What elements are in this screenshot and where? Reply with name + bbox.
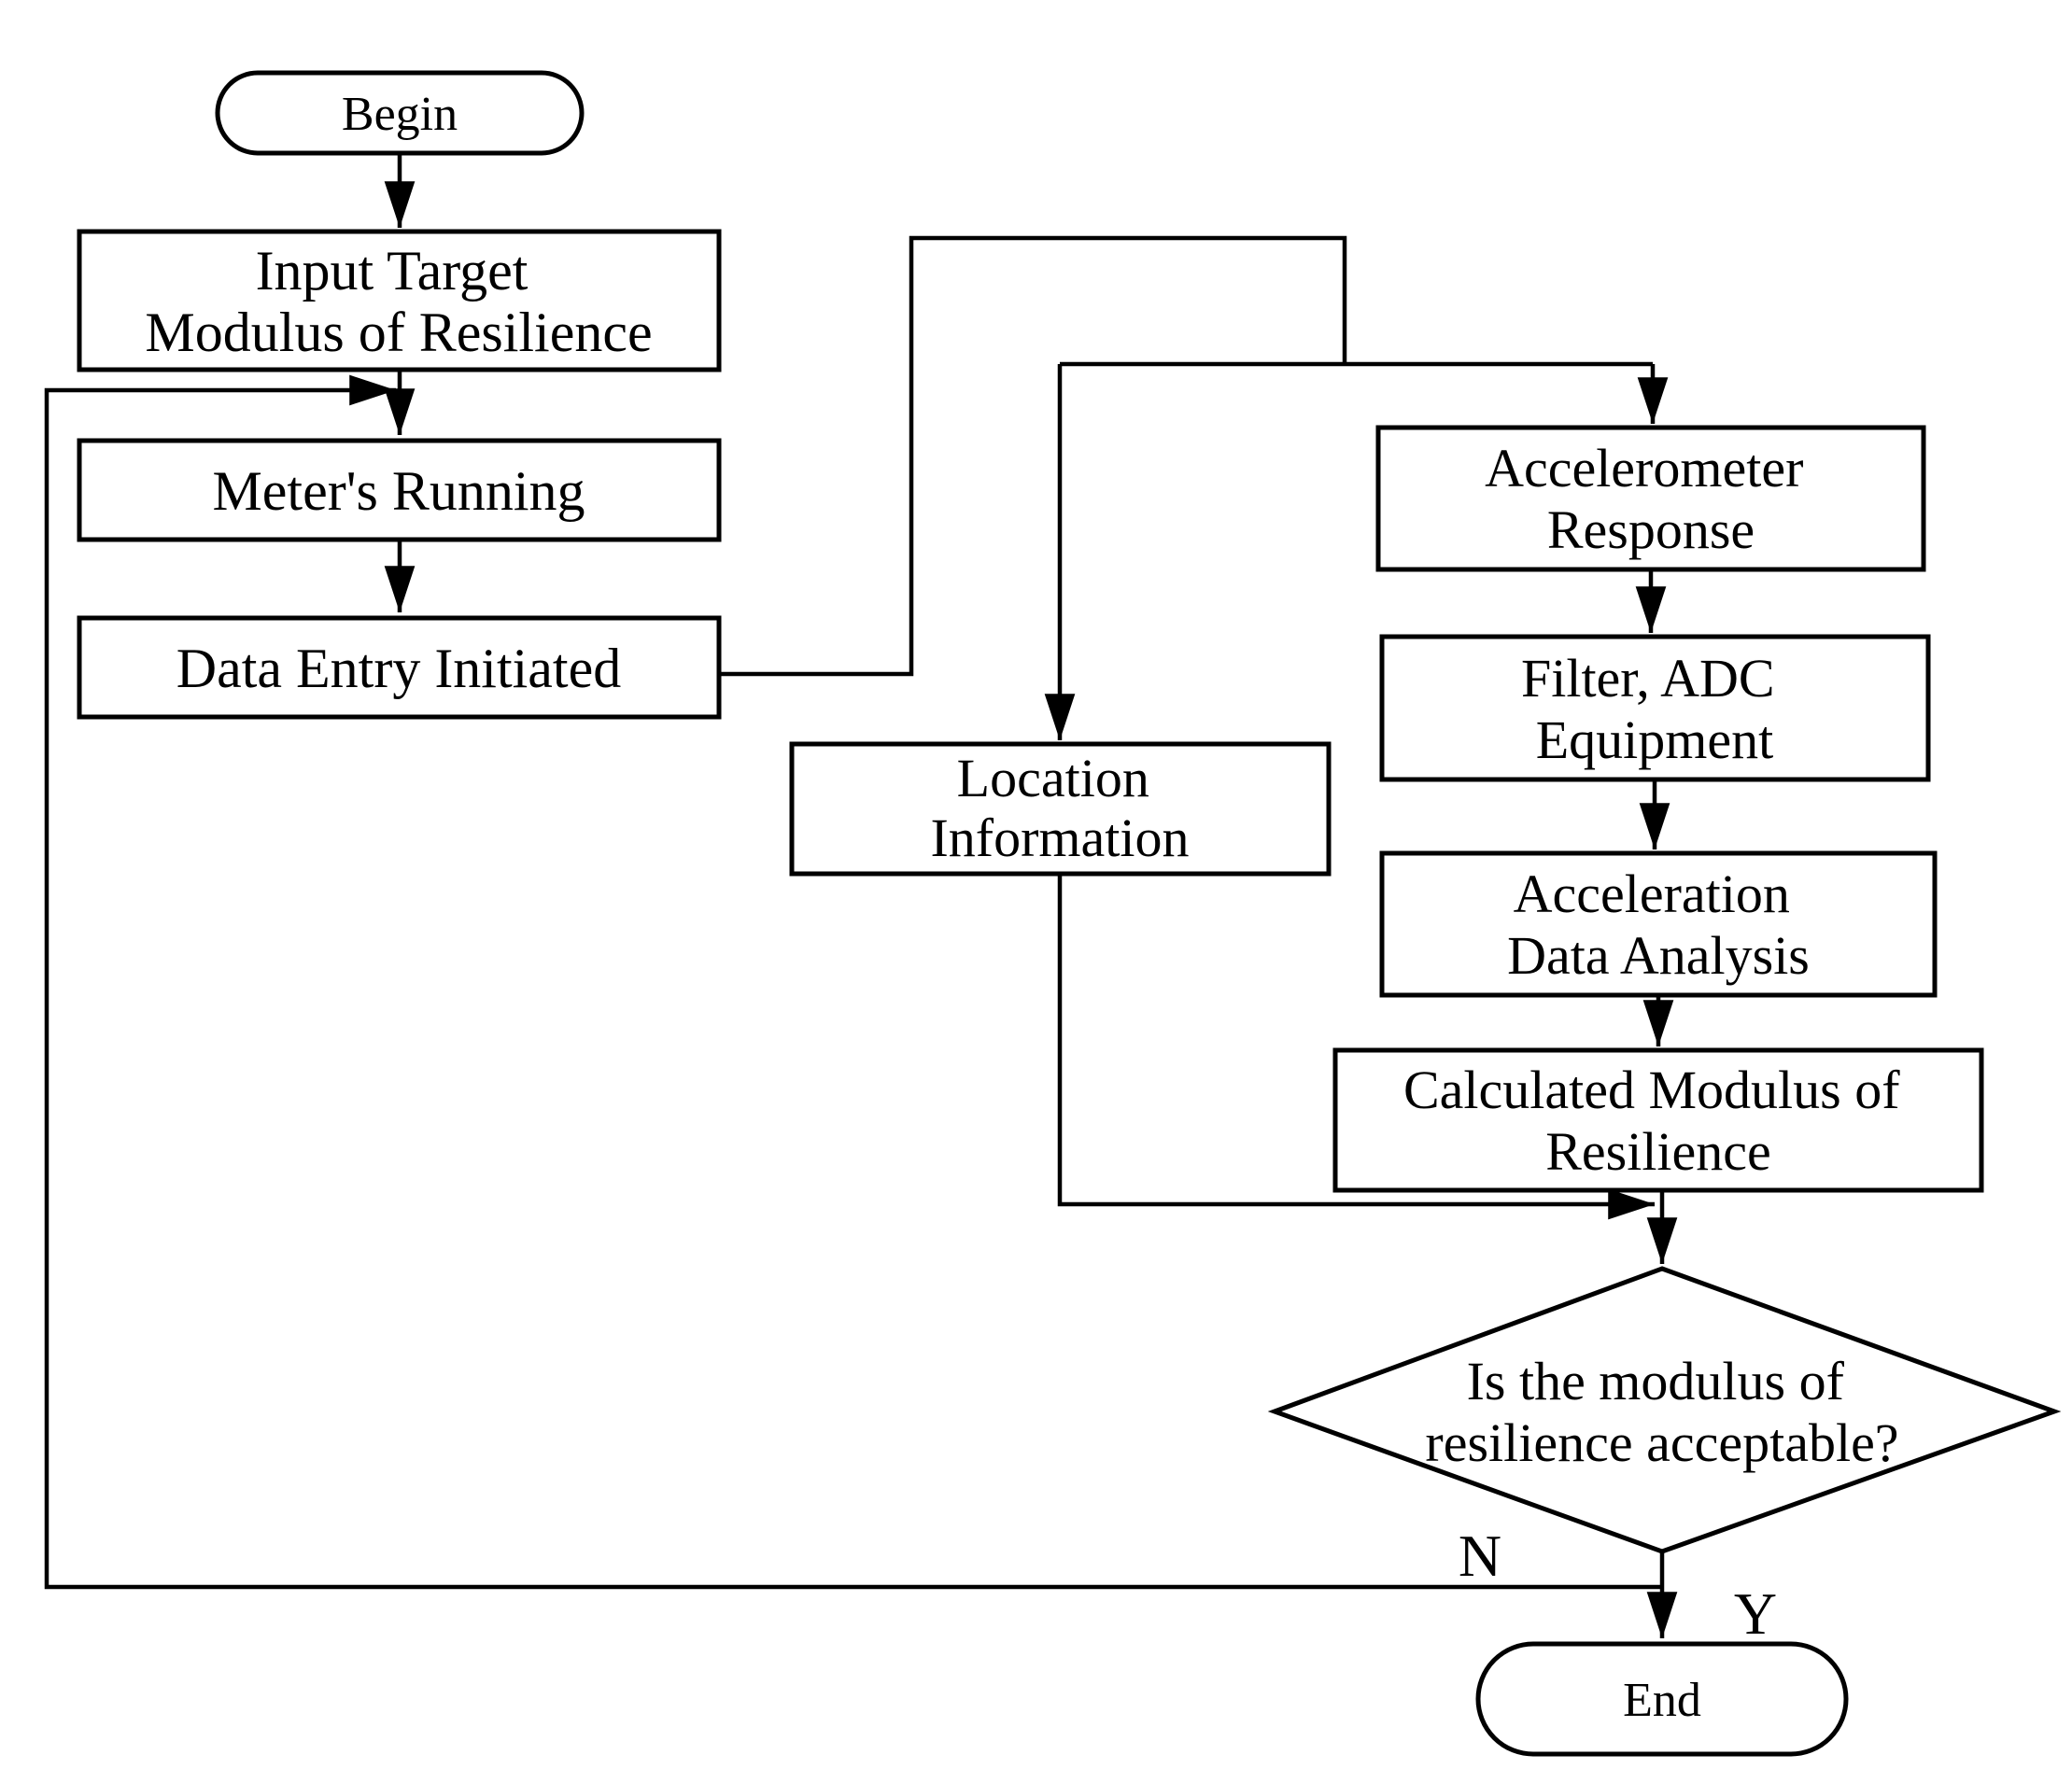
svg-text:Input Target Modulus of: Input Target Modulus of Resilience (145, 240, 652, 363)
data-entry-label: Data Entry Initiated (176, 638, 621, 699)
acceleration-analysis-process-shape (1379, 850, 1938, 998)
calculated-modulus-process-shape (1332, 1047, 1984, 1193)
location-node: Location Information (789, 741, 1332, 877)
calculated-modulus-node: Calculated Modulus of Resilience (1332, 1047, 1984, 1193)
accelerometer-label-line1: Accelerometer (1485, 438, 1803, 498)
location-label-line1: Location (957, 748, 1149, 808)
input-target-process-shape (77, 229, 722, 372)
svg-text:Location Information: Location Information (930, 748, 1189, 868)
location-label-line2: Information (930, 807, 1189, 868)
accelerometer-process-shape (1375, 425, 1926, 572)
meters-running-label: Meter's Running (212, 460, 585, 522)
data-entry-node: Data Entry Initiated (77, 615, 722, 720)
calculated-modulus-label-line2: Resilience (1545, 1121, 1771, 1182)
calculated-modulus-label-line1: Calculated Modulus of (1403, 1060, 1900, 1120)
begin-label: Begin (342, 88, 458, 141)
meters-running-node: Meter's Running (77, 438, 722, 542)
edge-location-to-merge (1057, 874, 1656, 1220)
begin-terminator-shape (215, 70, 585, 156)
filter-adc-process-shape (1379, 634, 1931, 782)
decision-no-branch-label: N (1459, 1523, 1501, 1589)
accelerometer-node: Accelerometer Response (1375, 425, 1926, 572)
svg-text:Accelerometer Response: Accelerometer Response (1485, 438, 1817, 560)
filter-adc-label-line2: Equipment (1536, 709, 1774, 770)
acceleration-analysis-node: Acceleration Data Analysis (1379, 850, 1938, 998)
edge-decision-no-feedback-loop (44, 374, 1662, 1590)
svg-text:Acceleration Data Analys: Acceleration Data Analysis (1507, 863, 1810, 986)
svg-text:Filter, ADC Equipment: Filter, ADC Equipment (1521, 648, 1788, 770)
input-target-node: Input Target Modulus of Resilience (77, 229, 722, 372)
decision-label-line2: resilience acceptable? (1425, 1412, 1898, 1473)
svg-text:Is the modulus of resili: Is the modulus of resilience acceptable? (1425, 1351, 1898, 1473)
accelerometer-label-line2: Response (1547, 499, 1755, 560)
end-label: End (1623, 1674, 1701, 1727)
location-process-shape (789, 741, 1332, 877)
edge-data-entry-trunk (719, 235, 1347, 677)
end-node: End (1475, 1641, 1849, 1757)
data-entry-process-shape (77, 615, 722, 720)
filter-adc-node: Filter, ADC Equipment (1379, 634, 1931, 782)
decision-diamond-shape (1267, 1266, 2062, 1554)
input-target-label-line2: Modulus of Resilience (145, 302, 652, 363)
acceleration-analysis-label-line1: Acceleration (1514, 863, 1790, 924)
begin-node: Begin (215, 70, 585, 156)
input-target-label-line1: Input Target (256, 240, 529, 302)
filter-adc-label-line1: Filter, ADC (1521, 648, 1775, 709)
end-terminator-shape (1475, 1641, 1849, 1757)
svg-text:Calculated Modulus of Re: Calculated Modulus of Resilience (1403, 1060, 1913, 1182)
decision-label-line1: Is the modulus of (1467, 1351, 1845, 1411)
meters-running-process-shape (77, 438, 722, 542)
acceleration-analysis-label-line2: Data Analysis (1507, 925, 1810, 986)
decision-yes-branch-label: Y (1734, 1580, 1777, 1647)
decision-node: Is the modulus of resilience acceptable? (1267, 1266, 2062, 1554)
